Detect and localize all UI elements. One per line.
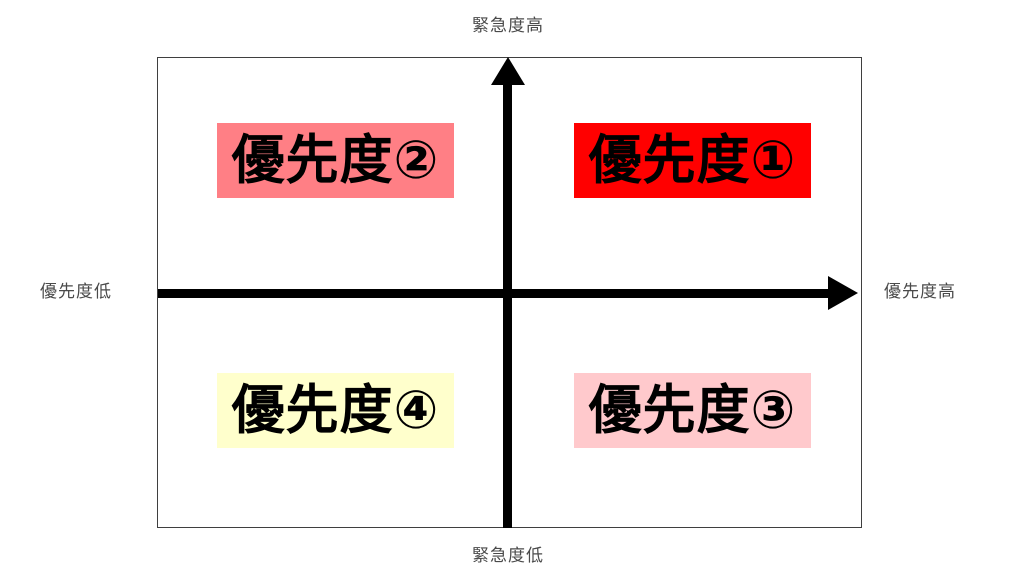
up-arrow-icon (491, 57, 525, 85)
axis-label-priority-high: 優先度高 (884, 282, 956, 301)
horizontal-axis-line (158, 289, 830, 298)
quadrant-priority-4: 優先度④ (217, 373, 454, 448)
right-arrow-icon (828, 276, 858, 310)
quadrant-priority-1: 優先度① (574, 123, 811, 198)
vertical-axis-line (503, 82, 512, 528)
axis-label-priority-low: 優先度低 (40, 282, 112, 301)
axis-label-urgency-high: 緊急度高 (472, 16, 544, 35)
quadrant-priority-2: 優先度② (217, 123, 454, 198)
axis-label-urgency-low: 緊急度低 (472, 546, 544, 565)
quadrant-priority-3: 優先度③ (574, 373, 811, 448)
